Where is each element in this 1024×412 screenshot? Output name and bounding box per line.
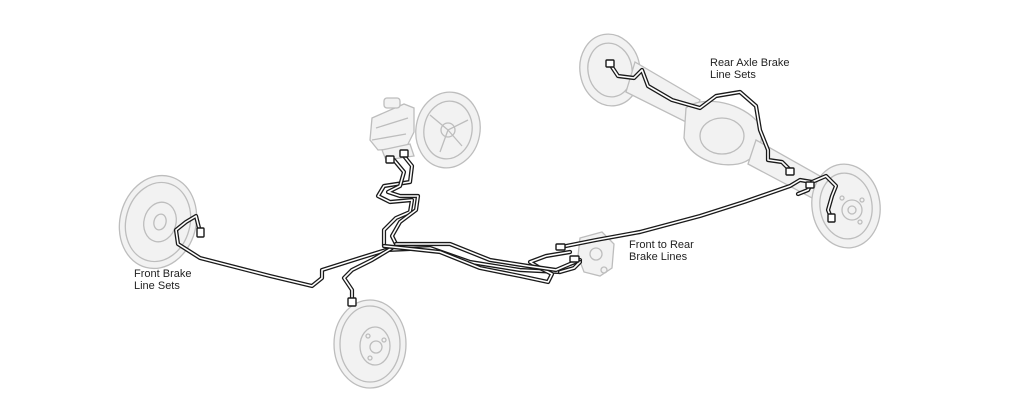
label-front-line2: Line Sets <box>134 280 180 292</box>
label-front-to-rear-line1: Front to Rear <box>629 239 694 251</box>
brake-fittings <box>196 59 836 307</box>
label-front-to-rear-brake-lines: Front to Rear Brake Lines <box>629 239 694 263</box>
label-rear-axle-brake-line-sets: Rear Axle Brake Line Sets <box>710 57 789 81</box>
front-right-rotor <box>333 299 407 389</box>
label-rear-axle-line1: Rear Axle Brake <box>710 57 790 69</box>
rear-axle-housing <box>579 33 821 199</box>
brake-booster <box>415 91 481 169</box>
rear-right-brake <box>811 163 881 249</box>
label-rear-axle-line2: Line Sets <box>710 69 756 81</box>
label-front-to-rear-line2: Brake Lines <box>629 251 688 263</box>
front-left-rotor <box>118 174 198 270</box>
label-front-brake-line-sets: Front Brake Line Sets <box>134 268 191 292</box>
label-front-line1: Front Brake <box>134 268 192 280</box>
brake-tubing <box>173 61 839 305</box>
